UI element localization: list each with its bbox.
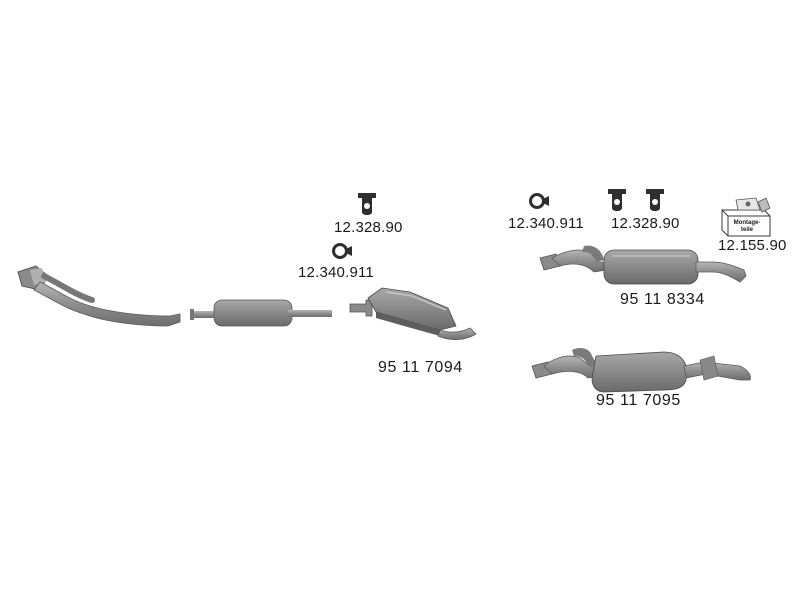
rubber-hanger-icon (608, 189, 664, 211)
rear-silencer-1-part-number: 95 11 7094 (378, 359, 463, 376)
pipe-clamp-icon (529, 193, 549, 209)
hanger-a-part-number: 12.328.90 (334, 219, 403, 236)
rubber-hanger-icon (358, 193, 376, 215)
mounting-kit-part-number: 12.155.90 (718, 237, 787, 254)
mounting-kit-box-text-1: Montage- (734, 220, 761, 226)
clamp-a-part-number: 12.340.911 (298, 264, 374, 281)
rear-silencer-icon (531, 348, 751, 393)
pipe-clamp-icon (332, 243, 352, 259)
mounting-kit-box-icon: Montage- teile (721, 197, 771, 237)
rear-silencer-3-part-number: 95 11 7095 (596, 392, 681, 409)
rear-silencer-icon (349, 287, 477, 340)
clamp-b-part-number: 12.340.911 (508, 215, 584, 232)
rear-silencer-2-part-number: 95 11 8334 (620, 291, 705, 308)
hanger-b-part-number: 12.328.90 (611, 215, 680, 232)
front-exhaust-pipe-icon (17, 265, 181, 327)
middle-silencer-pipe-icon (190, 299, 332, 327)
rear-silencer-icon (539, 245, 747, 285)
mounting-kit-box-text-2: teile (741, 227, 754, 233)
